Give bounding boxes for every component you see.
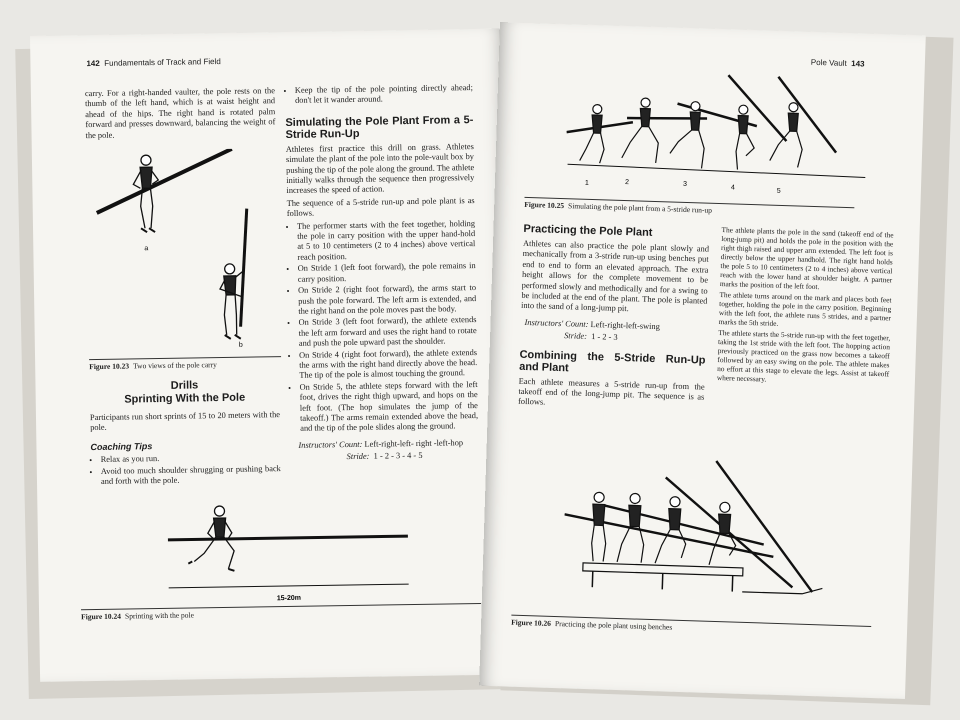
figure-10-24-sprinting: 15-20m bbox=[167, 505, 409, 602]
ground-line bbox=[567, 163, 866, 179]
pole-tip-bullet-text: Keep the tip of the pole pointing direct… bbox=[295, 83, 473, 107]
vertical-pole bbox=[239, 208, 249, 327]
simulating-heading: Simulating the Pole Plant From a 5-Strid… bbox=[285, 113, 474, 141]
instructors-count-label: Instructors' Count: bbox=[524, 317, 589, 329]
figure-10-23-pole-carry: a b bbox=[95, 148, 249, 349]
book-title: Fundamentals of Track and Field bbox=[104, 57, 221, 68]
left-column-2: Keep the tip of the pole pointing direct… bbox=[285, 83, 479, 465]
simulating-paragraph-2: The sequence of a 5-stride run-up and po… bbox=[286, 195, 475, 219]
stride-count-line: Stride: 1 - 2 - 3 - 4 - 5 bbox=[291, 450, 479, 463]
sequence-athletes bbox=[579, 97, 803, 170]
figure-10-25-number: Figure 10.25 bbox=[524, 199, 565, 211]
carried-pole bbox=[95, 148, 233, 215]
right-column-1: Practicing the Pole Plant Athletes can a… bbox=[518, 219, 710, 416]
combining-heading: Combining the 5-Stride Run-Up and Plant bbox=[519, 348, 706, 374]
stride-sequence-list: The performer starts with the feet toget… bbox=[287, 219, 478, 435]
stride-step: The performer starts with the feet toget… bbox=[297, 219, 476, 263]
figure-10-23-label-b: b bbox=[239, 342, 243, 349]
bench-athlete-3 bbox=[654, 496, 687, 564]
stride-step: On Stride 3 (left foot forward), the ath… bbox=[298, 315, 476, 349]
stride-step: On Stride 1 (left foot forward), the pol… bbox=[298, 261, 476, 285]
practicing-text: Athletes can also practice the pole plan… bbox=[520, 238, 710, 314]
stride-value: 1 - 2 - 3 - 4 - 5 bbox=[373, 451, 423, 461]
figure-10-26-number: Figure 10.26 bbox=[511, 617, 552, 628]
figure-10-25-caption-text: Simulating the pole plant from a 5-strid… bbox=[567, 201, 713, 215]
stride-number: 5 bbox=[777, 188, 781, 195]
coaching-tip: Avoid too much shoulder shrugging or pus… bbox=[101, 464, 281, 488]
figure-10-23-number: Figure 10.23 bbox=[89, 361, 130, 372]
figure-10-26-caption-text: Practicing the pole plant using benches bbox=[554, 619, 673, 632]
stride-label: Stride: bbox=[346, 451, 370, 462]
figure-10-24-number: Figure 10.24 bbox=[81, 611, 122, 622]
stride-number: 2 bbox=[625, 179, 629, 186]
plant-procedure-paragraph-1: The athlete plants the pole in the sand … bbox=[719, 225, 894, 292]
left-running-head: 142 Fundamentals of Track and Field bbox=[86, 57, 220, 68]
simulating-paragraph-1: Athletes first practice this drill on gr… bbox=[285, 141, 475, 196]
sequence-athlete-5 bbox=[769, 102, 803, 168]
stride-number: 1 bbox=[585, 180, 589, 187]
instructors-count-label: Instructors' Count: bbox=[298, 439, 363, 450]
left-page: 142 Fundamentals of Track and Field carr… bbox=[30, 28, 515, 682]
distance-line bbox=[168, 583, 409, 589]
athlete-a-figure bbox=[132, 154, 160, 234]
figure-10-26-bench-practice bbox=[564, 460, 823, 595]
stride-step: On Stride 4 (right foot forward), the at… bbox=[299, 348, 477, 382]
left-page-number: 142 bbox=[86, 58, 100, 69]
athlete-b-figure bbox=[219, 263, 245, 340]
sprinting-heading: Sprinting With the Pole bbox=[124, 391, 246, 406]
sequence-athlete-1 bbox=[579, 103, 605, 164]
plant-procedure-paragraph-2: The athlete turns around on the mark and… bbox=[718, 290, 892, 328]
bench-athletes bbox=[591, 491, 737, 565]
coaching-tips-list: Relax as you run. Avoid too much shoulde… bbox=[91, 452, 281, 487]
chapter-title: Pole Vault bbox=[810, 57, 847, 68]
figure-10-24-caption-text: Sprinting with the pole bbox=[124, 610, 195, 621]
sequence-athlete-3 bbox=[669, 101, 705, 169]
right-column-2: The athlete plants the pole in the sand … bbox=[717, 225, 894, 389]
bench-athlete-4 bbox=[708, 501, 737, 565]
right-running-head: Pole Vault 143 bbox=[811, 58, 865, 69]
instructors-count-line: Instructors' Count: Left-right-left- rig… bbox=[290, 438, 478, 451]
figure-10-23-label-a: a bbox=[144, 245, 148, 252]
bench-athlete-2 bbox=[616, 492, 645, 563]
stride-step: On Stride 5, the athlete steps forward w… bbox=[299, 380, 478, 435]
coaching-tips-heading: Coaching Tips bbox=[90, 440, 153, 452]
stride-number: 4 bbox=[731, 184, 735, 191]
figure-10-23-caption-text: Two views of the pole carry bbox=[132, 360, 217, 371]
left-column-1: carry. For a right-handed vaulter, the p… bbox=[85, 86, 276, 143]
instructors-count-value: Left-right-left-swing bbox=[590, 319, 660, 332]
stride-label: Stride: bbox=[564, 331, 588, 342]
practicing-heading: Practicing the Pole Plant bbox=[523, 222, 653, 239]
right-page: Pole Vault 143 bbox=[479, 22, 926, 700]
sand-pit bbox=[742, 587, 823, 595]
sequence-athlete-4 bbox=[735, 104, 755, 170]
sprinting-text: Participants run short sprints of 15 to … bbox=[89, 410, 281, 433]
pole-tip-bullet: Keep the tip of the pole pointing direct… bbox=[285, 83, 473, 107]
sprint-pole bbox=[167, 534, 408, 542]
stride-number: 3 bbox=[683, 181, 687, 188]
sprint-distance-label: 15-20m bbox=[277, 595, 301, 602]
plant-procedure-paragraph-3: The athlete starts the 5-stride run-up w… bbox=[716, 328, 891, 384]
sequence-athlete-2 bbox=[621, 97, 659, 164]
drills-section: Drills Sprinting With the Pole Participa… bbox=[89, 378, 281, 488]
instructors-count-value: Left-right-left- right -left-hop bbox=[364, 438, 464, 449]
combining-text: Each athlete measures a 5-stride run-up … bbox=[517, 376, 705, 408]
stride-value: 1 - 2 - 3 bbox=[591, 332, 618, 343]
sprinting-athlete-figure bbox=[187, 505, 235, 572]
right-page-number: 143 bbox=[851, 59, 865, 69]
bench-athlete-1 bbox=[591, 491, 607, 562]
stride-step: On Stride 2 (right foot forward), the ar… bbox=[298, 283, 476, 317]
pole-carry-intro: carry. For a right-handed vaulter, the p… bbox=[84, 86, 276, 140]
figure-10-25-pole-plant-sequence: 1 2 3 4 5 bbox=[566, 74, 866, 195]
